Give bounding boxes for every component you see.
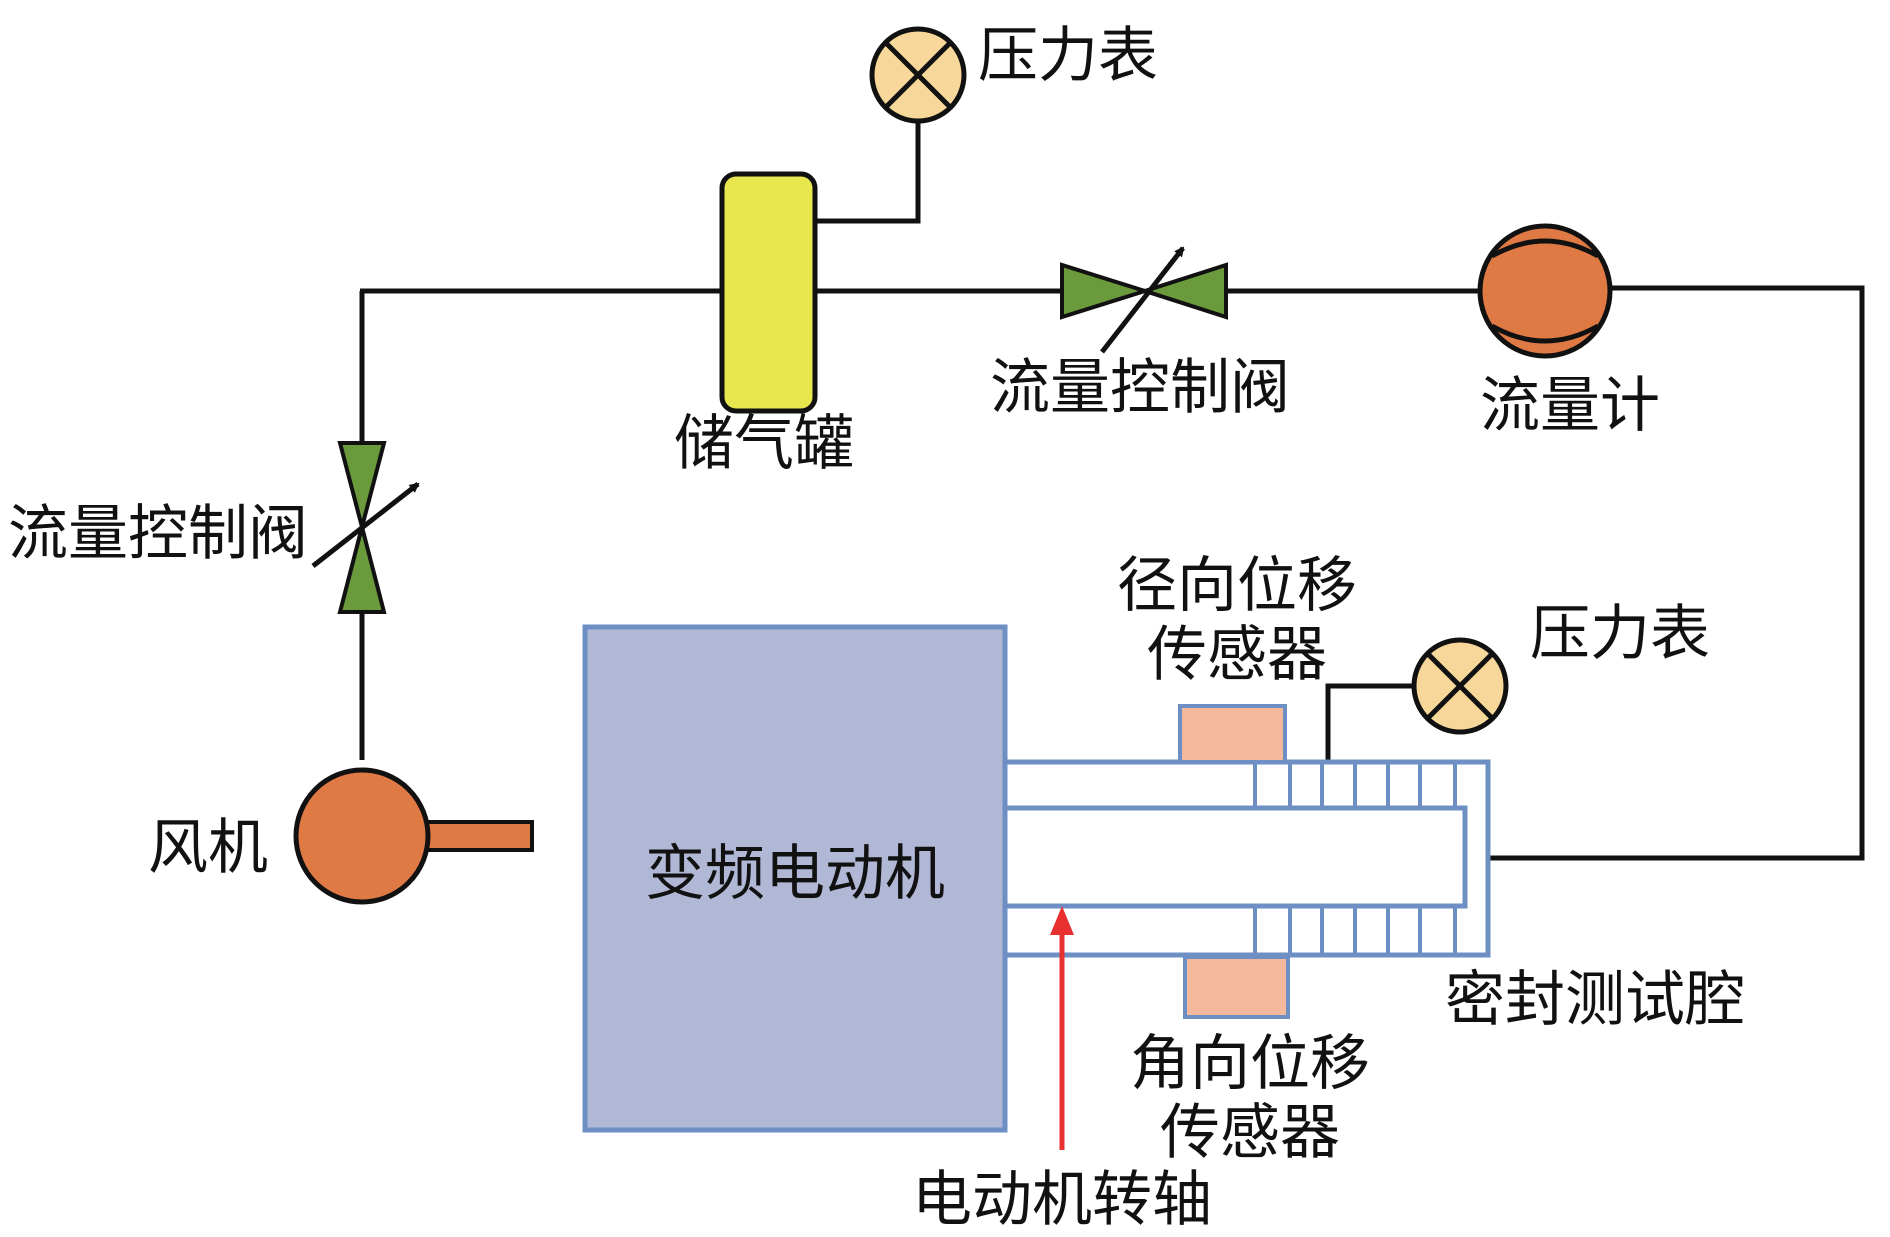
label-flow-control-valve-left: 流量控制阀: [8, 499, 308, 569]
label-pressure-gauge-top: 压力表: [978, 21, 1158, 91]
storage-tank: [719, 171, 818, 414]
label-motor: 变频电动机: [645, 839, 945, 909]
flow-control-valve-left: [311, 441, 420, 614]
angular-displacement-sensor: [1183, 955, 1290, 1019]
label-motor-shaft: 电动机转轴: [912, 1165, 1212, 1235]
pipe-network: [359, 120, 1865, 861]
label-flow-control-valve-top: 流量控制阀: [990, 353, 1290, 423]
pipe-chamber-to-gauge: [1325, 683, 1415, 762]
label-radial-sensor: 径向位移 传感器: [1092, 552, 1382, 690]
label-flowmeter: 流量计: [1480, 371, 1660, 441]
variable-frequency-motor: [582, 624, 1008, 1133]
label-pressure-gauge-right: 压力表: [1530, 599, 1710, 669]
label-storage-tank: 储气罐: [674, 409, 854, 479]
label-angular-sensor-line1: 角向位移: [1130, 1029, 1370, 1099]
flow-control-valve-top: [1060, 246, 1228, 354]
fan: [293, 767, 534, 905]
motor-shaft-arrow: [1050, 906, 1074, 1150]
label-radial-sensor-line2: 传感器: [1147, 620, 1327, 690]
label-seal-chamber: 密封测试腔: [1445, 965, 1745, 1035]
pipe-tank-to-gauge: [815, 120, 921, 224]
radial-displacement-sensor: [1178, 704, 1287, 764]
label-angular-sensor-line2: 传感器: [1160, 1098, 1340, 1168]
pipe-flowmeter-to-chamber: [1487, 285, 1865, 861]
pressure-gauge-right: [1411, 637, 1509, 735]
label-fan: 风机: [148, 813, 268, 883]
label-radial-sensor-line1: 径向位移: [1117, 551, 1357, 621]
pressure-gauge-top: [869, 26, 967, 124]
label-angular-sensor: 角向位移 传感器: [1095, 1030, 1405, 1168]
flowmeter: [1477, 223, 1613, 359]
seal-test-chamber: [1002, 759, 1491, 958]
seal-teeth: [1253, 764, 1457, 953]
